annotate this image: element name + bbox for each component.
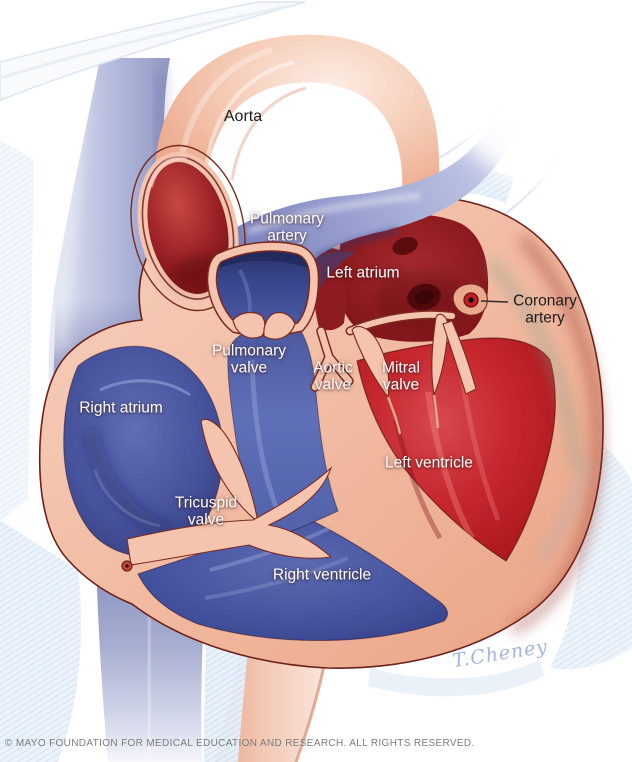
label-coronary-artery: Coronary artery bbox=[513, 292, 577, 327]
mitral-valve-leaflets bbox=[345, 310, 477, 435]
aorta-opening bbox=[130, 144, 246, 312]
label-left-ventricle: Left ventricle bbox=[385, 454, 473, 472]
label-tricuspid-valve: Tricuspid valve bbox=[174, 494, 238, 529]
label-aortic-valve: Aortic valve bbox=[313, 359, 353, 394]
copyright-notice: © MAYO FOUNDATION FOR MEDICAL EDUCATION … bbox=[5, 738, 475, 749]
label-left-atrium: Left atrium bbox=[326, 264, 400, 282]
pericardial-shading bbox=[486, 234, 603, 635]
pulmonary-valve-cusps bbox=[232, 311, 296, 340]
label-pulmonary-valve: Pulmonary valve bbox=[211, 342, 287, 377]
coronary-artery-marker bbox=[452, 283, 509, 316]
small-vessel-cross-section bbox=[121, 560, 133, 572]
label-right-atrium: Right atrium bbox=[79, 399, 163, 417]
pulmonary-vein-openings bbox=[392, 236, 441, 311]
left-ventricle-chamber bbox=[356, 337, 556, 562]
label-aorta: Aorta bbox=[223, 108, 263, 126]
label-mitral-valve: Mitral valve bbox=[382, 359, 420, 394]
coronary-leader-line bbox=[480, 300, 509, 303]
label-pulmonary-artery: Pulmonary artery bbox=[249, 210, 325, 245]
aortic-valve-leaflets bbox=[310, 326, 354, 392]
pulmonary-trunk-opening bbox=[206, 241, 320, 340]
brachiocephalic-vein bbox=[0, 1, 306, 101]
right-atrium-chamber bbox=[63, 345, 224, 557]
tricuspid-valve-leaflets bbox=[126, 418, 333, 566]
highlight-glow bbox=[450, 0, 632, 200]
label-right-ventricle: Right ventricle bbox=[272, 566, 372, 584]
